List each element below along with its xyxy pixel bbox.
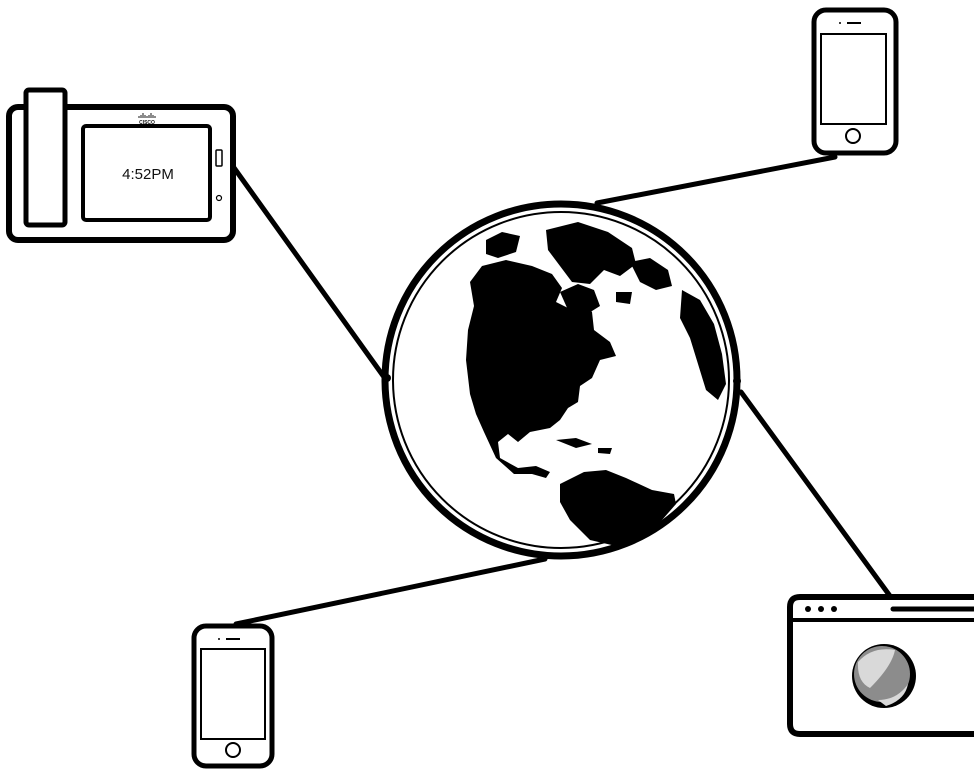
connection-globe-to-smartphone-top (597, 157, 835, 203)
desk-phone-side-button (216, 150, 222, 166)
desk-phone-indicator (217, 196, 222, 201)
browser-dot (831, 606, 837, 612)
connection-globe-to-browser (741, 392, 890, 596)
svg-text:CISCO: CISCO (139, 120, 155, 126)
smartphone-icon (194, 626, 272, 766)
connection-desk-phone-to-globe (232, 165, 384, 377)
connection-globe-to-smartphone-bottom (236, 559, 545, 624)
globe-icon (385, 204, 737, 556)
smartphone-icon (814, 10, 896, 153)
browser-dot (818, 606, 824, 612)
connection-node (383, 374, 391, 382)
handset (26, 90, 65, 225)
desk-phone-icon: 4:52PM CISCO (9, 90, 233, 240)
browser-window-icon (790, 597, 974, 734)
browser-logo-icon (852, 644, 916, 708)
desk-phone-time: 4:52PM (122, 166, 174, 183)
smartphone-home-button (846, 129, 860, 143)
smartphone-screen (201, 649, 265, 739)
smartphone-home-button (226, 743, 240, 757)
connection-node (733, 377, 741, 385)
browser-dot (805, 606, 811, 612)
smartphone-screen (821, 34, 886, 124)
